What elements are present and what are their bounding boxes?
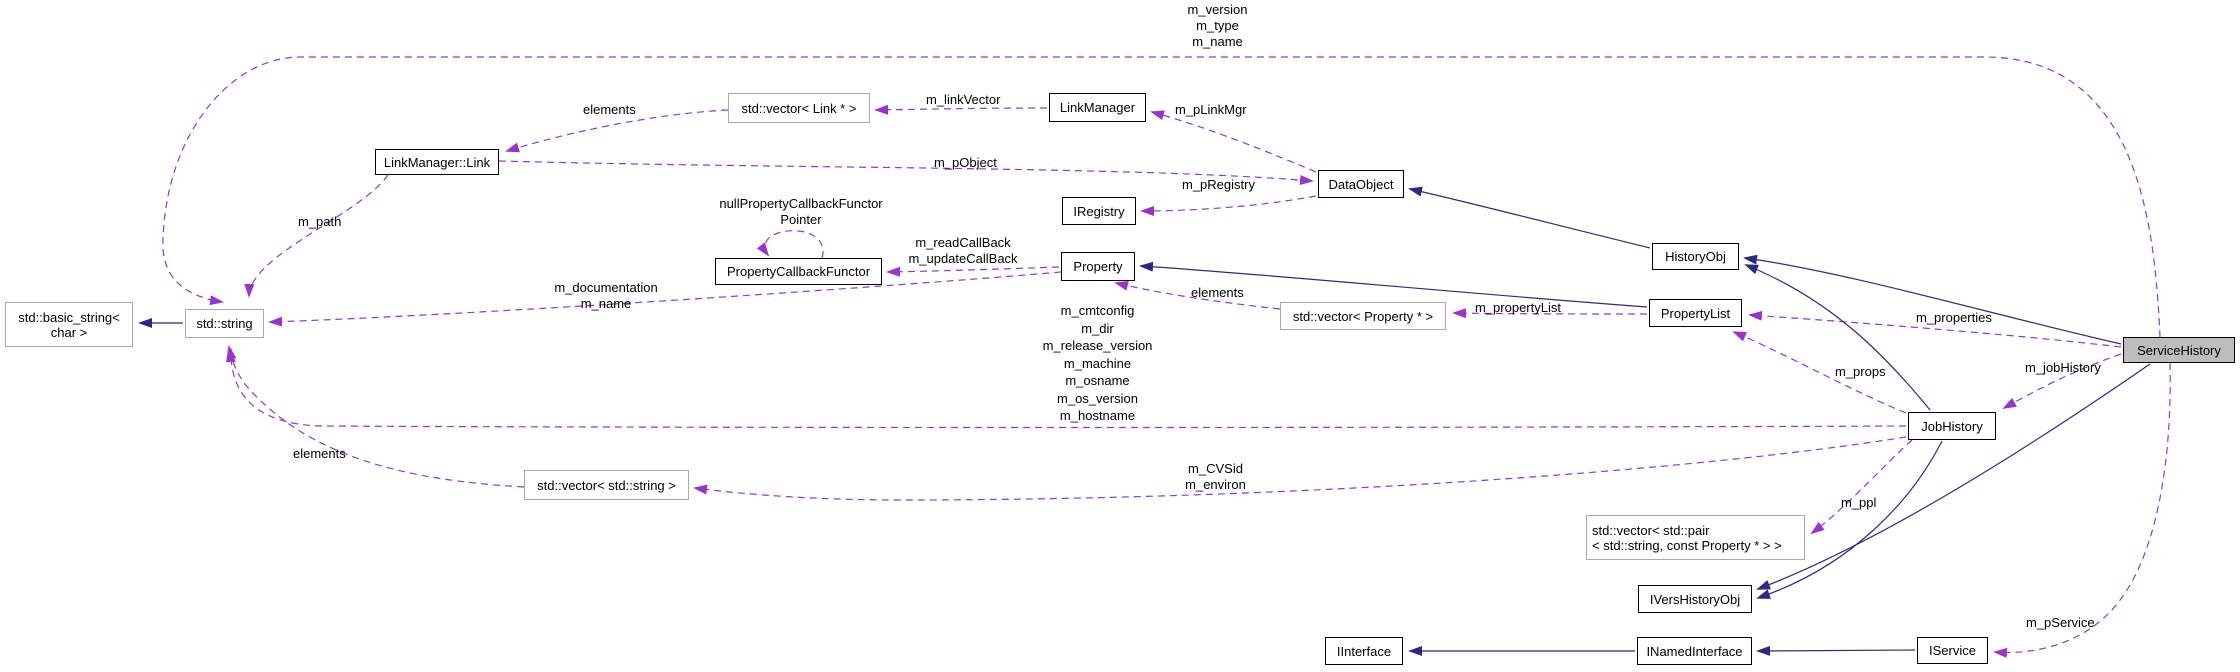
edge-label-cvs-environ: m_CVSid m_environ (1185, 461, 1246, 492)
edge-label-m-plinkmgr: m_pLinkMgr (1175, 102, 1247, 117)
edge-iservice-inamedinterface (1756, 645, 1916, 656)
edge-servicehistory-string-version (162, 56, 2161, 338)
edge-label-nullfunctor: nullPropertyCallbackFunctor Pointer (719, 196, 883, 227)
node-linkmanager-link[interactable]: LinkManager::Link (375, 149, 499, 175)
node-inamedinterface[interactable]: INamedInterface (1637, 637, 1752, 665)
edge-servicehistory-ivershistoryobj (1756, 363, 2151, 590)
edge-jobhistory-vectorstring (693, 436, 1907, 501)
edge-label-m-jobhistory: m_jobHistory (2025, 360, 2101, 375)
node-propertycallbackfunctor[interactable]: PropertyCallbackFunctor (715, 258, 882, 285)
edge-dataobject-iregistry (1140, 195, 1317, 216)
node-label: std::basic_string< (18, 309, 120, 325)
node-dataobject[interactable]: DataObject (1318, 170, 1404, 198)
edge-property-string-docname (268, 271, 1062, 327)
edge-label-m-pservice: m_pService (2026, 615, 2095, 630)
node-std-vector-string[interactable]: std::vector< std::string > (524, 470, 689, 500)
edge-jobhistory-vectorpair (1810, 439, 1913, 535)
edge-vectorstring-string-elements (226, 345, 525, 488)
node-propertylist[interactable]: PropertyList (1649, 299, 1742, 327)
edge-jobhistory-historyobj (1744, 264, 1931, 411)
node-iinterface[interactable]: IInterface (1325, 637, 1403, 665)
edge-label-docname: m_documentation m_name (554, 280, 658, 311)
edge-link-string-path (244, 174, 389, 298)
edge-label-m-ppl: m_ppl (1841, 495, 1877, 510)
node-std-string[interactable]: std::string (185, 309, 264, 338)
edge-servicehistory-historyobj (1743, 254, 2122, 345)
edge-linkmanager-vectorlink (874, 104, 1048, 115)
node-label: < std::string, const Property * > > (1592, 537, 1782, 553)
edge-label-elements-string: elements (293, 446, 346, 461)
edge-label-service-string-fields: m_version m_type m_name (1187, 2, 1248, 49)
edge-label-m-propertylist: m_propertyList (1475, 300, 1561, 315)
node-std-vector-link[interactable]: std::vector< Link * > (728, 93, 870, 123)
node-linkmanager[interactable]: LinkManager (1049, 93, 1146, 122)
edge-label-m-properties: m_properties (1916, 310, 1992, 325)
node-historyobj[interactable]: HistoryObj (1652, 243, 1739, 270)
node-label: std::vector< std::pair (1592, 522, 1710, 538)
edge-property-callbackfunctor (886, 266, 1060, 277)
node-ivershistoryobj[interactable]: IVersHistoryObj (1638, 585, 1752, 613)
node-property[interactable]: Property (1061, 252, 1135, 281)
edge-label-callbacks: m_readCallBack m_updateCallBack (908, 235, 1018, 266)
node-servicehistory: ServiceHistory (2123, 337, 2235, 363)
edge-label-job-string-fields: m_cmtconfig m_dir m_release_version m_ma… (1042, 303, 1153, 423)
edge-label-m-path: m_path (298, 214, 342, 229)
edge-label-m-pobject: m_pObject (934, 155, 997, 170)
node-std-vector-pair[interactable]: std::vector< std::pair < std::string, co… (1586, 515, 1805, 560)
edge-servicehistory-iservice (1993, 362, 2171, 658)
node-std-basic-string[interactable]: std::basic_string< char > (5, 302, 133, 347)
edge-label-m-pregistry: m_pRegistry (1182, 177, 1255, 192)
edge-callbackfunctor-self (756, 230, 824, 259)
edge-label-elements-property: elements (1191, 285, 1244, 300)
node-label: char > (50, 324, 88, 340)
node-jobhistory[interactable]: JobHistory (1908, 412, 1996, 440)
edge-historyobj-dataobject (1408, 186, 1651, 249)
node-std-vector-property[interactable]: std::vector< Property * > (1280, 302, 1446, 330)
edge-dataobject-linkmanager (1150, 110, 1317, 173)
node-iregistry[interactable]: IRegistry (1062, 197, 1136, 225)
edge-label-m-linkvector: m_linkVector (926, 92, 1001, 107)
node-iservice[interactable]: IService (1917, 637, 1988, 664)
edge-label-m-props: m_props (1835, 364, 1886, 379)
edge-label-elements-link: elements (583, 102, 636, 117)
